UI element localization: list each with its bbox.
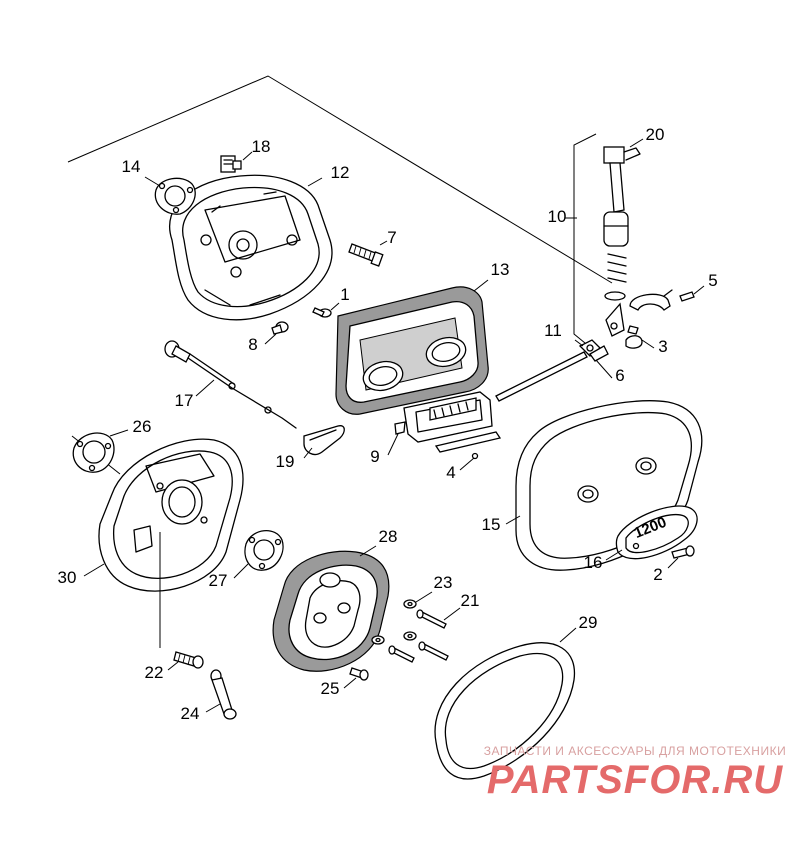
washer-23a [403,599,417,609]
callout-18: 18 [252,137,271,156]
leader-29 [559,627,577,643]
screw-2 [671,545,695,559]
hose-fitting-24 [210,669,237,720]
callout-13: 13 [491,260,510,279]
group-bracket-upper [67,75,613,284]
leader-18 [242,151,253,161]
actuator-20 [603,146,641,337]
leader-17 [195,379,215,397]
screw-8 [271,321,289,335]
callout-6: 6 [615,366,624,385]
callout-17: 17 [175,391,194,410]
callout-19: 19 [276,452,295,471]
seal-ring-29 [434,642,576,780]
callout-3: 3 [658,337,667,356]
watermark-caption: ЗАПЧАСТИ И АКСЕССУАРЫ ДЛЯ МОТОТЕХНИКИ [483,744,787,758]
bolt-21b [418,641,449,661]
leader-25 [343,677,357,689]
callout-30: 30 [58,568,77,587]
leader-14 [144,176,161,187]
bolt-21a [416,609,447,629]
leader-16 [605,549,623,561]
leader-26 [109,429,129,437]
washer-23c [371,635,385,645]
leader-7 [379,240,388,246]
leader-8 [264,333,277,345]
leader-22 [167,661,179,671]
callout-20: 20 [646,125,665,144]
callout-12: 12 [331,163,350,182]
callout-2: 2 [653,565,662,584]
callout-7: 7 [387,228,396,247]
leader-5 [693,285,705,295]
washer-3 [625,325,643,349]
callout-22: 22 [145,663,164,682]
gasket-14 [154,177,196,215]
callout-11: 11 [544,321,562,340]
group-bracket-10 [573,133,597,344]
rod-6 [495,345,609,402]
gasket-27 [244,530,284,571]
gasket-26 [72,432,115,473]
callout-4: 4 [446,463,455,482]
watermark: ЗАПЧАСТИ И АКСЕССУАРЫ ДЛЯ МОТОТЕХНИКИ PA… [480,744,790,802]
leader-27 [233,563,249,579]
callout-24: 24 [181,704,200,723]
leader-9 [387,433,399,456]
leader-24 [205,703,221,713]
backing-plate-30 [98,438,244,592]
callout-10: 10 [548,207,567,226]
callout-5: 5 [708,271,717,290]
callout-21: 21 [461,591,480,610]
leader-4 [459,457,475,471]
callout-25: 25 [321,679,340,698]
callout-8: 8 [248,335,257,354]
watermark-logo: PARTSFOR.RU [486,758,784,802]
medallion-16: 1200 [615,505,698,560]
leader-1 [330,302,340,311]
callout-26: 26 [133,417,152,436]
leader-13 [473,279,489,292]
screw-25 [349,667,369,681]
backplate-12 [169,174,333,321]
leader-30 [83,563,105,577]
leader-15 [505,515,521,525]
bolt-7 [348,243,384,267]
callout-1: 1 [340,285,349,304]
bracket-9 [394,391,493,443]
leader-3 [641,339,655,349]
choke-knob-19 [303,425,345,456]
callout-layer: 1234567891011121314151617181920212223242… [58,125,718,723]
leader-28 [359,545,377,557]
screw-22 [173,651,204,669]
leader-12 [307,177,323,187]
bolt-21c [388,645,415,663]
choke-cable-17 [164,340,297,429]
leader-6 [595,359,613,379]
callout-28: 28 [379,527,398,546]
breather-fitting-18 [220,155,242,173]
clamp-5 [629,289,673,311]
leader-2 [667,557,679,569]
leader-23 [415,591,433,603]
leader-20 [629,138,644,148]
leader-21 [443,607,461,621]
retainer-plate-4 [434,431,502,460]
screw-1 [312,307,332,318]
callout-27: 27 [209,571,228,590]
leader-19 [303,447,313,459]
leader-11 [574,339,584,347]
filter-element-13 [335,286,489,415]
washer-23b [403,631,417,641]
screw-5 [679,291,695,302]
callout-14: 14 [122,157,141,176]
callout-23: 23 [434,573,453,592]
callout-9: 9 [370,447,379,466]
callout-29: 29 [579,613,598,632]
callout-15: 15 [482,515,501,534]
callout-16: 16 [584,553,603,572]
filter-element-28 [272,550,390,672]
